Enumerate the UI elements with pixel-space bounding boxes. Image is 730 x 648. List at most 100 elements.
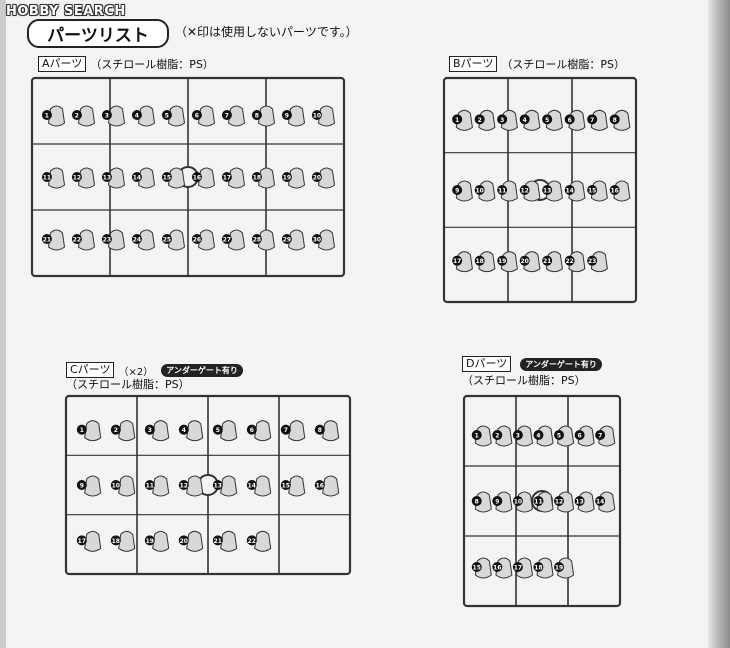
part-number-label: 7	[598, 433, 602, 440]
part-shape	[254, 475, 272, 497]
part-number-marker	[221, 172, 232, 182]
part-number-label: 27	[223, 237, 231, 244]
part-number-marker	[311, 172, 322, 182]
part-number-marker	[519, 185, 530, 195]
part-number-label: 29	[283, 237, 291, 244]
part-number-label: 28	[253, 237, 261, 244]
part-number-marker	[191, 172, 202, 182]
part-number-marker	[110, 480, 121, 490]
part-number-marker	[595, 430, 606, 440]
part-number-marker	[131, 110, 142, 120]
part-number-marker	[474, 185, 485, 195]
part-number-marker	[251, 234, 262, 244]
part-number-marker	[71, 234, 82, 244]
part-number-label: 9	[80, 483, 84, 490]
part-number-marker	[609, 185, 620, 195]
part-number-label: 2	[495, 433, 499, 440]
part-shape	[84, 475, 102, 497]
part-shape	[197, 229, 216, 251]
part-number-marker	[497, 255, 508, 266]
part-number-label: 2	[75, 113, 79, 120]
part-number-marker	[474, 114, 485, 125]
part-number-marker	[554, 562, 565, 572]
part-number-label: 13	[543, 188, 551, 195]
part-number-marker	[492, 562, 503, 572]
part-number-label: 13	[103, 175, 111, 182]
part-number-marker	[280, 480, 291, 490]
part-number-label: 6	[195, 113, 199, 120]
part-number-label: 12	[180, 483, 188, 490]
part-shape	[317, 105, 336, 127]
part-number-marker	[554, 496, 565, 506]
part-shape	[322, 420, 340, 442]
part-shape	[500, 180, 518, 202]
part-number-label: 6	[568, 117, 572, 124]
part-number-label: 3	[516, 433, 520, 440]
part-number-marker	[564, 114, 575, 125]
part-shape	[322, 475, 340, 497]
section-b-label: Bパーツ	[449, 56, 498, 72]
section-c-header: Cパーツ （×2） アンダーゲート有り	[66, 362, 243, 378]
part-shape	[545, 251, 563, 273]
part-number-label: 23	[103, 237, 111, 244]
part-number-label: 3	[500, 117, 504, 124]
part-shape	[590, 109, 608, 131]
part-number-marker	[574, 496, 585, 506]
part-shape	[568, 180, 586, 202]
part-number-marker	[311, 110, 322, 120]
part-shape	[478, 180, 496, 202]
section-c-undergate-badge: アンダーゲート有り	[161, 363, 243, 377]
part-shape	[220, 530, 238, 552]
part-number-marker	[533, 496, 544, 506]
part-number-marker	[595, 496, 606, 506]
part-shape	[478, 109, 496, 131]
part-shape	[47, 105, 66, 127]
part-number-marker	[281, 234, 292, 244]
part-shape	[254, 530, 272, 552]
part-number-label: 9	[285, 113, 289, 120]
part-shape	[167, 229, 186, 251]
part-shape	[152, 420, 170, 442]
part-shape	[568, 109, 586, 131]
part-number-marker	[542, 114, 553, 125]
part-number-label: 3	[105, 113, 109, 120]
part-number-label: 16	[316, 483, 324, 490]
part-number-marker	[564, 255, 575, 266]
part-number-marker	[71, 172, 82, 182]
part-number-label: 5	[545, 117, 549, 124]
part-number-label: 12	[555, 499, 563, 506]
part-shape	[84, 530, 102, 552]
part-shape	[137, 105, 156, 127]
part-shape	[186, 475, 204, 497]
part-shape	[500, 251, 518, 273]
part-shape	[613, 109, 631, 131]
part-number-marker	[178, 480, 189, 490]
part-number-marker	[519, 114, 530, 125]
section-a-material: （スチロール樹脂：PS）	[90, 58, 214, 71]
part-shape	[137, 229, 156, 251]
part-shape	[545, 180, 563, 202]
part-number-label: 9	[495, 499, 499, 506]
part-shape	[613, 180, 631, 202]
part-number-marker	[512, 430, 523, 440]
part-number-label: 13	[575, 499, 583, 506]
part-number-label: 11	[43, 175, 51, 182]
part-shape	[197, 105, 216, 127]
part-number-marker	[587, 114, 598, 125]
part-shape	[118, 530, 136, 552]
part-number-marker	[281, 110, 292, 120]
part-number-label: 10	[313, 113, 321, 120]
part-number-marker	[178, 535, 189, 546]
part-number-label: 15	[473, 565, 481, 572]
part-number-marker	[212, 480, 223, 490]
part-number-marker	[452, 114, 463, 125]
part-number-label: 12	[520, 188, 528, 195]
title-note: （✕印は使用しないパーツです。）	[175, 25, 358, 39]
part-number-label: 6	[250, 427, 254, 434]
part-number-label: 8	[318, 427, 322, 434]
part-shape	[287, 105, 306, 127]
part-number-label: 17	[78, 538, 86, 545]
part-number-marker	[564, 185, 575, 195]
